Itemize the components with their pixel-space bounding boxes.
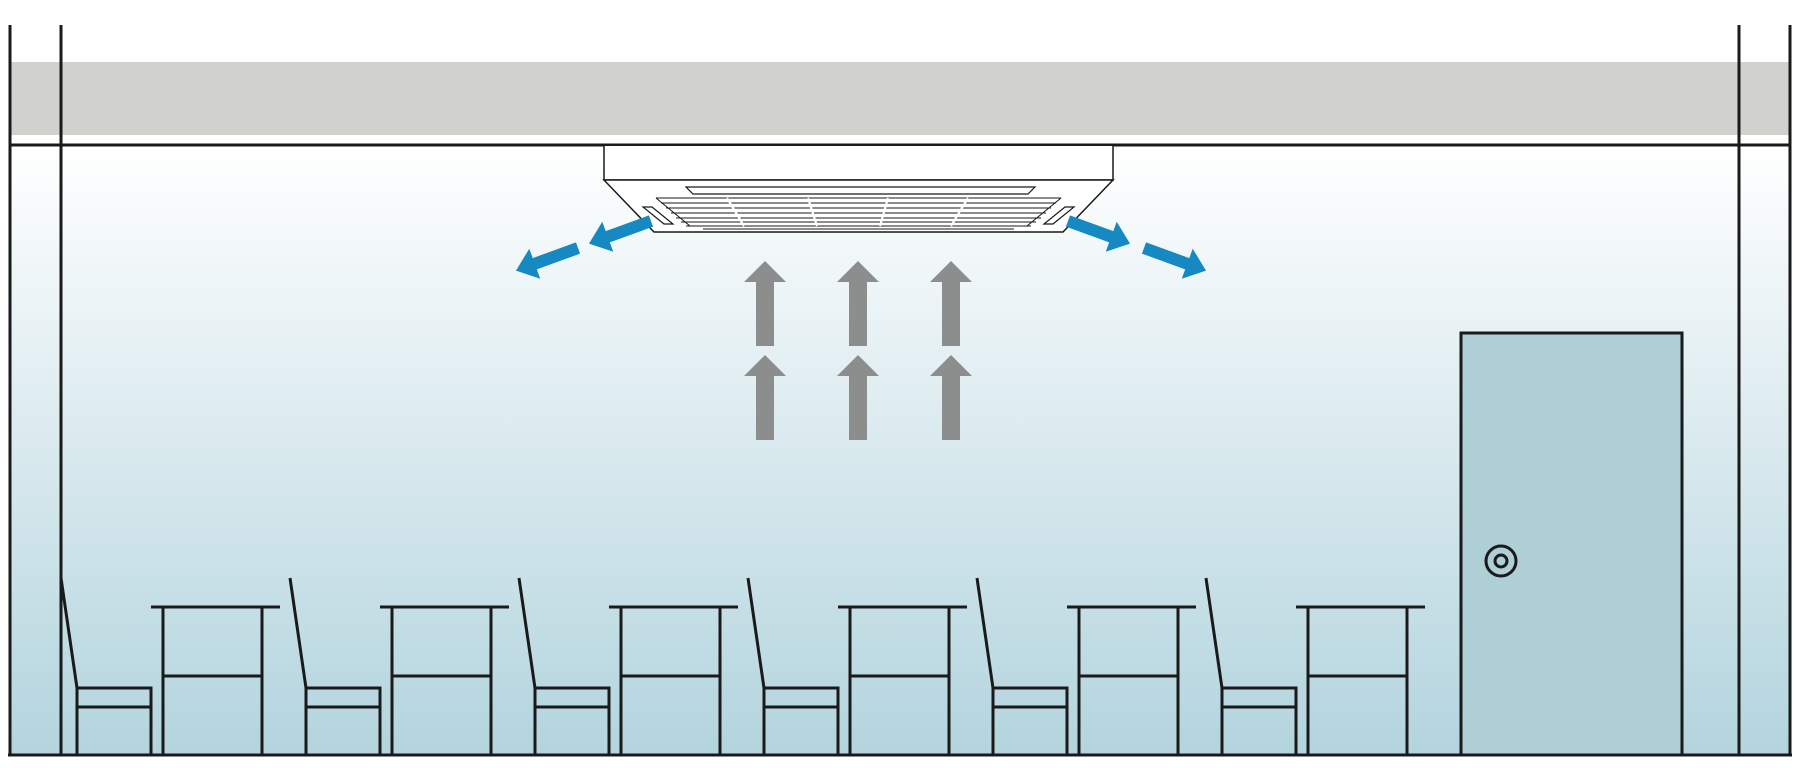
door-knob-icon [1484, 544, 1518, 578]
chair-icon [59, 577, 153, 755]
door [1459, 331, 1684, 757]
ac-unit-body [603, 146, 1114, 181]
chair-icon [1204, 577, 1298, 755]
door-icon [1459, 331, 1684, 757]
ac-unit-icon [602, 146, 1115, 233]
ac-unit-grille [655, 197, 1062, 230]
furniture [59, 577, 1425, 755]
chair-icon [288, 577, 382, 755]
ac-unit-grille-dividers [726, 197, 969, 227]
chair-icon [975, 577, 1069, 755]
chair-icon [517, 577, 611, 755]
ac-unit-grille-top [684, 186, 1037, 195]
desk-icon [380, 605, 509, 755]
desk-icon [1067, 605, 1196, 755]
ceiling-panel [10, 62, 1790, 135]
desk-icon [609, 605, 738, 755]
ac-unit-louvers [641, 206, 1076, 225]
desk-icon [1296, 605, 1425, 755]
ac-unit-panel [602, 179, 1115, 233]
chair-icon [746, 577, 840, 755]
desk-icon [151, 605, 280, 755]
desk-icon [838, 605, 967, 755]
